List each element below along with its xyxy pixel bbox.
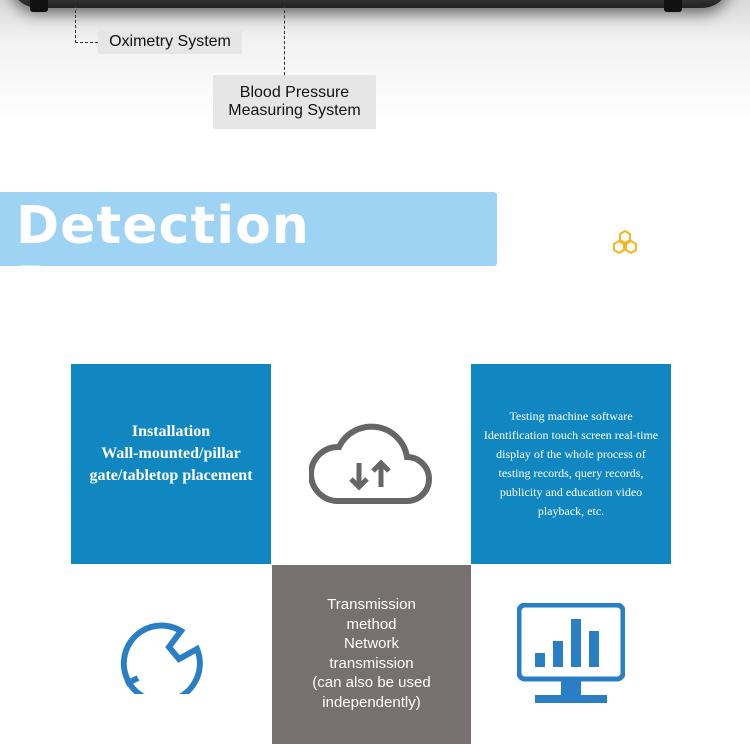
device-foot xyxy=(664,0,682,12)
bp-label-line1: Blood Pressure xyxy=(239,84,350,101)
transmission-line2: Network transmission xyxy=(329,635,414,672)
installation-title: Installation xyxy=(131,423,211,440)
section-banner: Detection Process xyxy=(0,192,497,316)
oximetry-leader-line xyxy=(75,0,98,43)
monitor-tile xyxy=(471,564,671,744)
bp-label: Blood Pressure Measuring System xyxy=(213,75,376,129)
installation-body: Wall-mounted/pillar gate/tabletop placem… xyxy=(89,445,253,484)
cloud-upload-download-icon xyxy=(309,423,432,504)
wrench-icon xyxy=(120,622,203,694)
bp-leader-line xyxy=(284,0,285,75)
monitor-chart-icon xyxy=(517,603,625,703)
device-foot xyxy=(30,0,48,12)
hexagons-icon xyxy=(613,229,637,255)
device-base xyxy=(10,0,730,8)
bp-label-line2: Measuring System xyxy=(228,102,361,119)
transmission-line1: Transmission method xyxy=(327,596,416,633)
transmission-line3: (can also be used independently) xyxy=(312,674,431,711)
oximetry-label: Oximetry System xyxy=(98,30,242,54)
section-title: Detection Process xyxy=(16,196,310,316)
software-tile: Testing machine software Identification … xyxy=(471,364,671,564)
wrench-tile xyxy=(71,564,271,744)
cloud-tile xyxy=(271,364,471,564)
software-text: Testing machine software Identification … xyxy=(483,409,659,518)
